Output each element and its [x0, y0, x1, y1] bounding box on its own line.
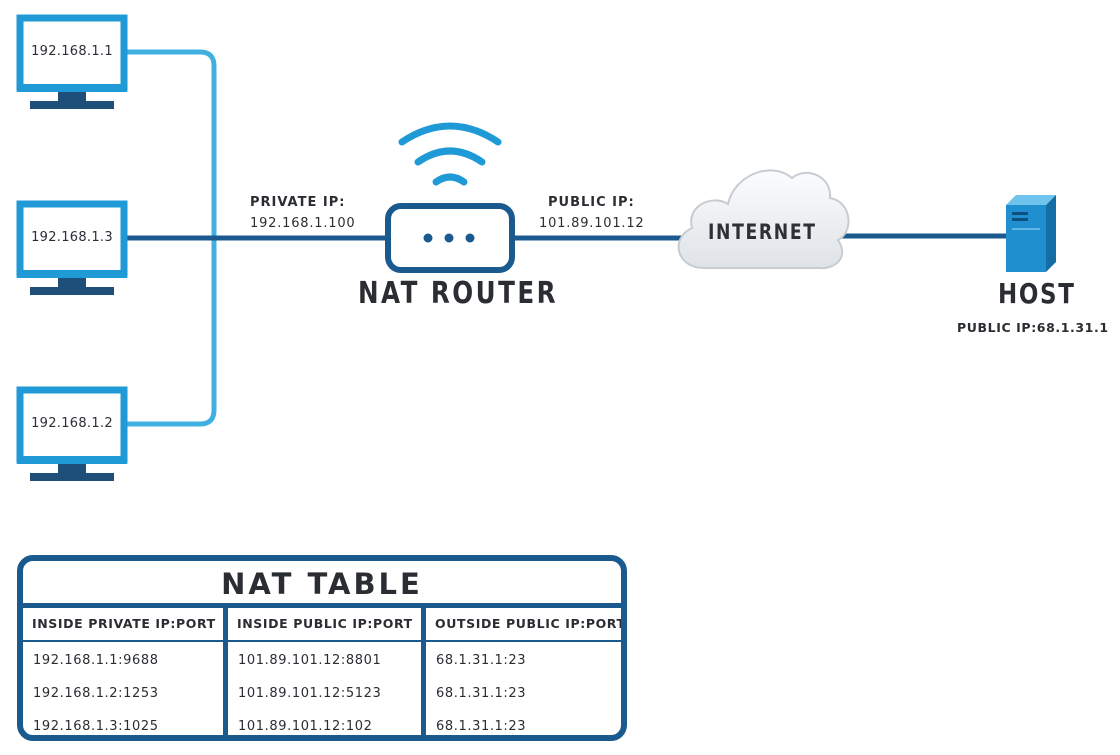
table-cell: 68.1.31.1:23	[436, 686, 527, 701]
client-computer-2	[16, 200, 128, 295]
monitor-bezel	[17, 270, 127, 278]
column-header: INSIDE PUBLIC IP:PORT	[237, 616, 413, 631]
wire-client-2	[121, 235, 217, 427]
wire-client-1	[121, 49, 217, 241]
server-side-face	[1046, 195, 1056, 272]
wifi-arc-mid	[414, 147, 486, 166]
server-tower-icon	[1006, 205, 1046, 272]
column-separator	[223, 608, 228, 735]
client-ip-label-1: 192.168.1.1	[31, 44, 113, 59]
host-public-ip: PUBLIC IP:68.1.31.1	[957, 320, 1109, 335]
table-cell: 192.168.1.3:1025	[33, 719, 159, 734]
column-header-rule	[426, 640, 621, 642]
internet-label: INTERNET	[708, 220, 817, 244]
client-computer-3	[16, 386, 128, 481]
client-ip-label-2: 192.168.1.3	[31, 230, 113, 245]
table-cell: 101.89.101.12:8801	[238, 653, 382, 668]
column-header: INSIDE PRIVATE IP:PORT	[32, 616, 216, 631]
computer-monitor-icon	[16, 14, 128, 92]
table-cell: 101.89.101.12:102	[238, 719, 373, 734]
column-header-rule	[23, 640, 223, 642]
server-panel	[1012, 228, 1040, 230]
monitor-base	[30, 473, 114, 481]
client-wires	[121, 49, 1009, 427]
server-slot-2	[1012, 218, 1028, 221]
server-top-face	[1006, 195, 1056, 205]
monitor-base	[30, 287, 114, 295]
router-public-ip-label: PUBLIC IP:	[548, 195, 635, 210]
nat-column-inside-public: INSIDE PUBLIC IP:PORT 101.89.101.12:8801…	[228, 608, 421, 735]
host-title: HOST	[998, 277, 1076, 310]
table-cell: 68.1.31.1:23	[436, 719, 527, 734]
host-server	[1006, 195, 1056, 272]
nat-table-title: NAT TABLE	[221, 567, 423, 601]
wifi-signal-icon	[398, 122, 502, 186]
table-cell: 192.168.1.2:1253	[33, 686, 159, 701]
wifi-arc-inner	[432, 173, 468, 186]
nat-table-title-rule	[23, 603, 621, 608]
computer-monitor-icon	[16, 386, 128, 464]
wifi-arc-outer	[398, 122, 502, 146]
router-led-3	[465, 233, 475, 243]
router-led-1	[423, 233, 433, 243]
router-private-ip-label: PRIVATE IP:	[250, 195, 346, 210]
monitor-neck	[58, 92, 86, 101]
nat-table: NAT TABLE INSIDE PRIVATE IP:PORT 192.168…	[17, 555, 627, 741]
monitor-neck	[58, 464, 86, 473]
router-private-ip-value: 192.168.1.100	[250, 216, 356, 231]
monitor-base	[30, 101, 114, 109]
monitor-neck	[58, 278, 86, 287]
column-header: OUTSIDE PUBLIC IP:PORT	[435, 616, 626, 631]
table-cell: 192.168.1.1:9688	[33, 653, 159, 668]
table-cell: 101.89.101.12:5123	[238, 686, 382, 701]
column-separator	[421, 608, 426, 735]
monitor-bezel	[17, 456, 127, 464]
nat-column-inside-private: INSIDE PRIVATE IP:PORT 192.168.1.1:9688 …	[23, 608, 223, 735]
router-title: NAT ROUTER	[358, 276, 559, 311]
client-computer-1	[16, 14, 128, 109]
cloud-icon	[677, 169, 850, 270]
nat-column-outside-public: OUTSIDE PUBLIC IP:PORT 68.1.31.1:23 68.1…	[426, 608, 626, 735]
column-header-rule	[228, 640, 421, 642]
server-slot-1	[1012, 212, 1028, 215]
monitor-bezel	[17, 84, 127, 92]
computer-monitor-icon	[16, 200, 128, 278]
client-ip-label-3: 192.168.1.2	[31, 416, 113, 431]
table-cell: 68.1.31.1:23	[436, 653, 527, 668]
router-led-2	[444, 233, 454, 243]
nat-router	[385, 122, 515, 273]
router-public-ip-value: 101.89.101.12	[539, 216, 645, 231]
internet-cloud	[677, 169, 850, 270]
